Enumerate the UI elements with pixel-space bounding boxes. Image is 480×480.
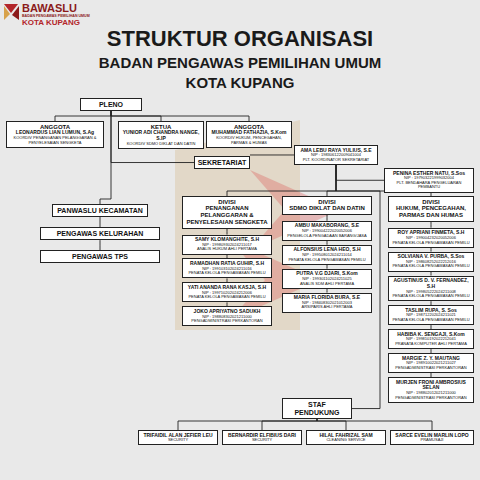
box-heading: PLENO (83, 101, 139, 109)
box-text: PENATA KELOLA PENGAWASAN PEMILU (185, 295, 269, 300)
box-heading: DIVISI (285, 199, 369, 206)
box-heading: ANGGOTA (209, 124, 289, 131)
support-staff-box: TRIFAIDIL ALAN JEFIER LEUSECURITY (138, 430, 218, 445)
logo-icon (4, 4, 19, 20)
heading-box: PLENO (80, 98, 142, 111)
box-text: ARSIPARIS AHLI PERTAMA (285, 305, 369, 310)
connector (178, 419, 317, 430)
box-text: KOORDIV PENANGANAN PELANGGARAN & PENYELE… (9, 136, 101, 145)
box-heading: ANGGOTA (9, 124, 101, 131)
staff-box: JOKO APRIYATNO SADUKHNIP : 1988083020212… (182, 306, 272, 326)
staff-box: RAMADHAN RATIA GUHIR, S.HNIP : 199103102… (182, 258, 272, 278)
staff-box: PUTRA V.G DJARI, S.KomNIP : 199301102024… (282, 269, 372, 289)
box-text: PENATA KELOLA PENGAWASAN PEMILU (391, 264, 471, 269)
box-text: ANALIS SDM AHLI PERTAMA (285, 282, 369, 287)
box-heading: PANWASLU KECAMATAN (55, 207, 145, 215)
staff-box: SAMY KLOMANGHITE, S.HNIP : 1998093020242… (182, 235, 272, 255)
box-text: PRANATA KOMPUTER AHLI PERTAMA (391, 342, 471, 347)
heading-box: SEKRETARIAT (194, 156, 250, 169)
connector (55, 111, 111, 121)
division-box: DIVISIHUKUM, PENCEGAHAN, PARMAS DAN HUMA… (388, 196, 474, 222)
connector (227, 165, 336, 196)
box-text: PLT. BENDAHARA PENGELUARAN PEMBANTU (387, 181, 471, 190)
board-member-box: ANGGOTALEONARDUS LIAN LUMUN, S.AgKOORDIV… (6, 121, 104, 148)
logo-city: KOTA KUPANG (22, 18, 80, 27)
box-heading: AGUSTINUS D. V. FERNANDEZ, S.H (391, 278, 471, 290)
staff-box: AGUSTINUS D. V. FERNANDEZ, S.HNIP : 1998… (388, 276, 474, 302)
box-text: PENGELOLA PENGADAAN BARANG/JASA (285, 234, 369, 239)
box-text: PENANGANAN PELANGGARAN & PENYELESAIAN SE… (185, 205, 269, 226)
box-heading: STAF PENDUKUNG (285, 401, 349, 417)
box-text: YUNIOR ADI CHANDRA NANGE, S.IP (121, 130, 201, 142)
staff-box: MARGIE Z. Y. MAUTANGNIP : 19891002202121… (388, 353, 474, 373)
division-box: DIVISIPENANGANAN PELANGGARAN & PENYELESA… (182, 196, 272, 229)
subtitle: BADAN PENGAWAS PEMILIHAN UMUM (0, 54, 480, 71)
staff-box: PENINA ESTHER NATU, S.SosNIP : 197903221… (384, 168, 474, 193)
box-text: PENATA KELOLA PENGAWASAN PEMILU (391, 294, 471, 299)
heading-box: PANWASLU KECAMATAN (52, 204, 148, 217)
box-text: KOORDIV SDMO DIKLAT DAN DATIN (121, 142, 201, 147)
board-member-box: KETUAYUNIOR ADI CHANDRA NANGE, S.IPKOORD… (118, 121, 204, 149)
box-heading: PENGAWAS KELURAHAN (43, 230, 157, 238)
connector (111, 111, 249, 121)
connector (317, 419, 432, 430)
connector (100, 217, 101, 227)
box-text: PENATA KELOLA PENGAWASAN PEMILU (391, 318, 471, 323)
box-heading: MURJEN FRONI AMBROSIUS SELAN (391, 380, 471, 392)
box-text: PENGADMINISTRASI PERKANTORAN (391, 396, 471, 401)
heading-box: PENGAWAS TPS (40, 250, 160, 263)
division-box: DIVISISDMO DIKLAT DAN DATIN (282, 196, 372, 215)
box-text: PENGADMINISTRASI PERKANTORAN (391, 366, 471, 371)
box-text: PENATA KELOLA PENGAWASAN PEMILU (391, 241, 471, 246)
support-staff-box: SARCE EVELIN MARLIN LOPOPRAMUSAJI (390, 430, 474, 445)
box-text: SECURITY (225, 438, 299, 443)
box-heading: DIVISI (185, 199, 269, 206)
support-staff-box: BERNARDIR ELFIBIUS DARISECURITY (222, 430, 302, 445)
logo-name: BAWASLU (22, 2, 77, 14)
box-text: HUKUM, PENCEGAHAN, PARMAS DAN HUMAS (391, 205, 471, 219)
staff-box: SOLVIANA V. PURBA, S.SosNIP : 1986082520… (388, 252, 474, 272)
box-heading: PENGAWAS TPS (43, 253, 157, 261)
staff-box: YATI ANANDA RANA KASJA, S.HNIP : 1997102… (182, 282, 272, 302)
support-staff-box: HILAL FAHRIZAL SAMCLEANING SERVICE (306, 430, 386, 445)
title: STRUKTUR ORGANISASI (0, 26, 480, 52)
board-member-box: ANGGOTAMUHAMMAD FATHAZIA, S.KomKOORDIV H… (206, 121, 292, 148)
staff-box: TASLIM RUPA, S. SosNIP : 198712202024211… (388, 305, 474, 325)
connector (327, 165, 336, 196)
connector (250, 154, 294, 155)
box-heading: KETUA (121, 124, 201, 131)
box-text: ANALIS HUKUM AHLI PERTAMA (185, 247, 269, 252)
staff-box: AMBU MAKABORANG, S.ENIP : 19900422202005… (282, 221, 372, 241)
box-heading: DIVISI (391, 199, 471, 206)
box-text: PRAMUSAJI (393, 438, 471, 443)
connector (336, 165, 384, 180)
logo-subtitle: BADAN PENGAWAS PEMILIHAN UMUM (22, 14, 90, 18)
connector (100, 240, 101, 250)
heading-box: STAF PENDUKUNG (282, 398, 352, 419)
staff-box: HABIBA K. SENGAJI, S.KomNIP : 1998101920… (388, 329, 474, 349)
box-text: SDMO DIKLAT DAN DATIN (285, 205, 369, 212)
staff-box: MARIA FLORIDA BURA, S.ENIP : 19840830202… (282, 293, 372, 313)
box-text: PLT. KOORDINATOR SEKRETARIAT (297, 158, 375, 163)
subtitle: KOTA KUPANG (0, 74, 480, 91)
staff-box: ROY APRIANI FINMETA, S.HNIP : 1990042320… (388, 228, 474, 248)
box-text: PENATA KELOLA PENGAWASAN PEMILU (185, 271, 269, 276)
box-text: KOORDIV HUKUM, PENCEGAHAN, PARMAS & HUMA… (209, 136, 289, 145)
connector (262, 419, 317, 430)
box-heading: SEKRETARIAT (197, 159, 247, 167)
heading-box: PENGAWAS KELURAHAN (40, 227, 160, 240)
staff-box: ALFONSIUS LENA HEO, S.HNIP : 19950801202… (282, 245, 372, 265)
box-text: PENGADMINISTRASI PERKANTORAN (185, 319, 269, 324)
box-text: CLEANING SERVICE (309, 438, 383, 443)
box-text: PENATA KELOLA PENGAWASAN PEMILU (285, 258, 369, 263)
staff-box: MURJEN FRONI AMBROSIUS SELANNIP : 198802… (388, 377, 474, 403)
box-text: SECURITY (141, 438, 215, 443)
staff-box: AMA LEBU RAYA YULIUS, S.ENIP : 198306122… (294, 145, 378, 165)
